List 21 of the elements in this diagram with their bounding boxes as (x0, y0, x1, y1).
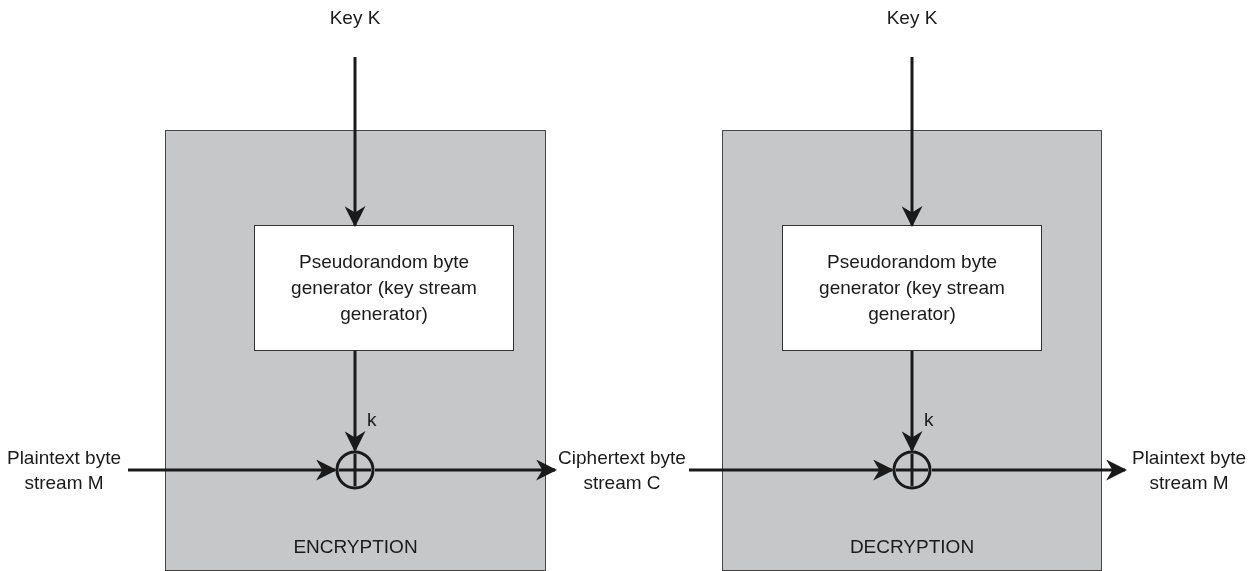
generator-box: Pseudorandom byte generator (key stream generator) (254, 225, 514, 351)
xor-symbol (892, 450, 932, 490)
stream-label: Key K (320, 5, 390, 57)
arrow (901, 57, 923, 228)
panel-title: DECRYPTION (848, 536, 976, 558)
stream-label: Plaintext byte stream M (0, 445, 128, 521)
stream-label: Ciphertext byte stream C (555, 445, 689, 521)
arrow (344, 57, 366, 228)
arrow (128, 459, 338, 481)
stage-panel (722, 130, 1102, 571)
panel-title: ENCRYPTION (292, 536, 419, 558)
arrow (689, 459, 895, 481)
stage-panel (165, 130, 546, 571)
xor-symbol (335, 450, 375, 490)
arrow (375, 459, 558, 481)
stream-label: Key K (877, 5, 947, 57)
arrow (901, 351, 923, 453)
arrow (932, 459, 1128, 481)
generator-box: Pseudorandom byte generator (key stream generator) (782, 225, 1042, 351)
arrow (344, 351, 366, 453)
stream-label: Plaintext byte stream M (1125, 445, 1253, 521)
